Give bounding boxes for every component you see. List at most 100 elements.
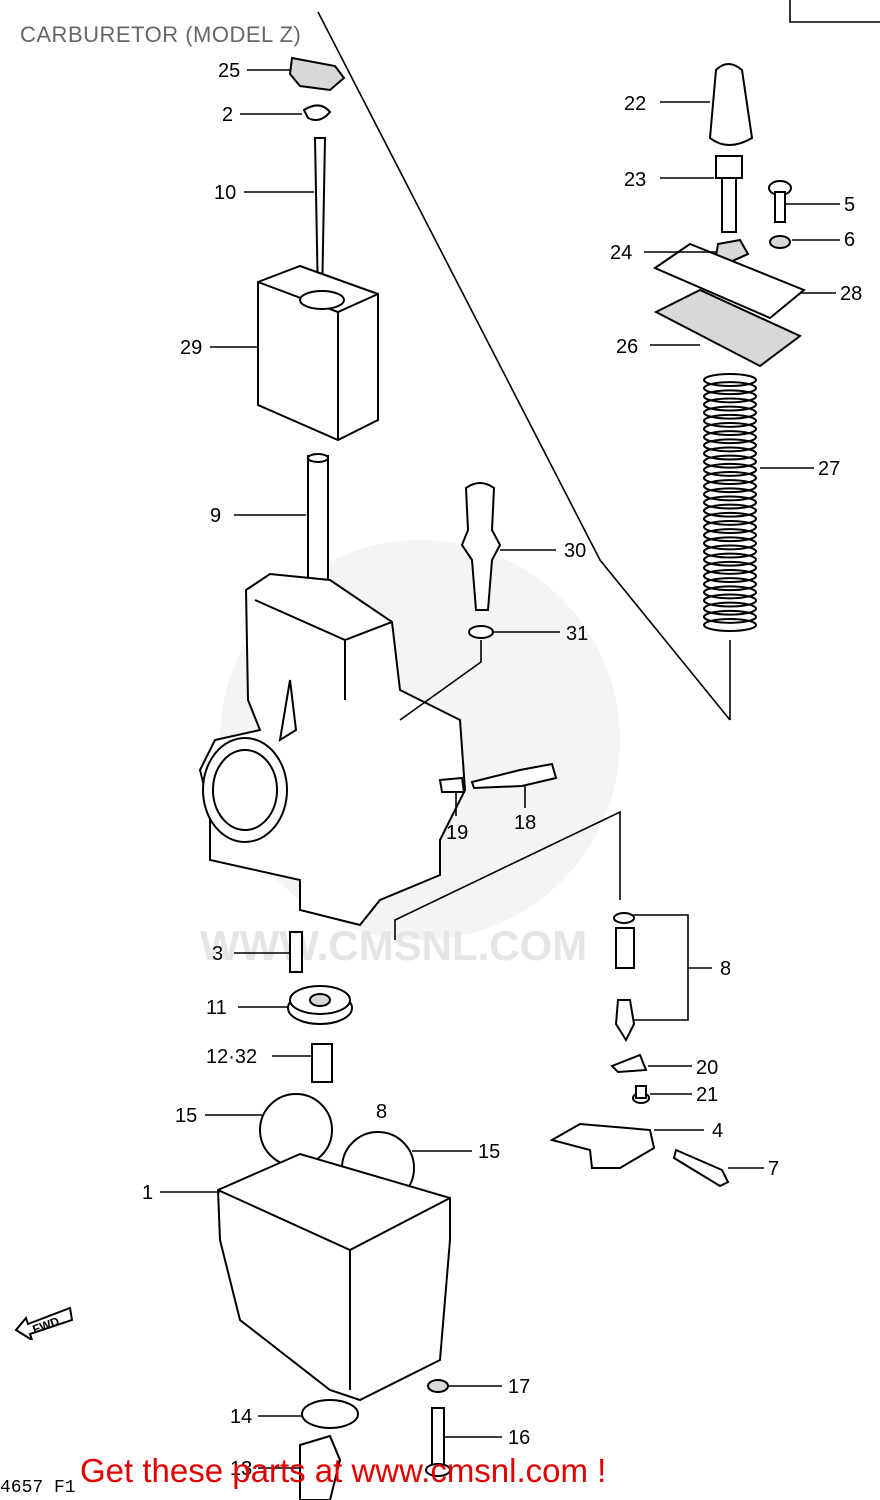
bracket-8 — [633, 914, 689, 1021]
spring-coil — [703, 609, 757, 624]
diagram-title: CARBURETOR (MODEL Z) — [20, 22, 302, 47]
fwd-label: FWD — [31, 1314, 62, 1337]
forward-arrow-icon: FWD — [14, 1306, 74, 1340]
spring-coil — [703, 381, 757, 396]
part-5-screw — [768, 180, 792, 223]
part-22-rubber-cap — [708, 63, 754, 146]
callout-2: 2 — [222, 104, 233, 126]
leader-lines — [160, 69, 840, 1469]
callout-20: 20 — [696, 1057, 718, 1079]
callout-18: 18 — [514, 812, 536, 834]
callout-3: 3 — [212, 943, 223, 965]
part-25-cable-cap — [288, 56, 346, 92]
spring-coil — [703, 471, 757, 485]
part-27-spring — [703, 373, 757, 632]
spring-coil — [703, 487, 757, 502]
spring-coil — [703, 422, 757, 436]
callout-5: 5 — [844, 194, 855, 216]
spring-coil — [703, 397, 757, 412]
callout-28: 28 — [840, 283, 862, 305]
spring-coil — [703, 560, 757, 575]
part-12-32-main-jet — [311, 1043, 333, 1083]
callout-22: 22 — [624, 93, 646, 115]
callout-10: 10 — [214, 182, 236, 204]
callout-7: 7 — [768, 1158, 779, 1180]
spring-coil — [703, 593, 757, 608]
callout-21: 21 — [696, 1084, 718, 1106]
part-16-bolt — [425, 1407, 451, 1477]
part-4-plate — [549, 1122, 656, 1169]
part-7-pin — [672, 1148, 730, 1188]
callout-25: 25 — [218, 60, 240, 82]
callout-4: 4 — [712, 1120, 723, 1142]
callout-15-left: 15 — [175, 1105, 197, 1127]
part-19-spring — [438, 776, 466, 793]
callout-13: 13 — [230, 1458, 252, 1480]
spring-coil — [703, 618, 757, 632]
frame-corner — [789, 0, 880, 23]
part-17-washer — [427, 1379, 449, 1393]
callout-16: 16 — [508, 1427, 530, 1449]
spring-coil — [703, 511, 757, 526]
assembly-line-throttle — [317, 11, 731, 721]
callout-17: 17 — [508, 1376, 530, 1398]
spring-coil — [703, 430, 757, 445]
carburetor-body — [198, 572, 467, 927]
part-18-throttle-stop-screw — [470, 762, 558, 790]
spring-coil — [703, 544, 757, 559]
part-23-adjuster — [715, 155, 743, 233]
part-6-washer — [769, 235, 791, 249]
part-30-air-screw — [460, 482, 502, 611]
callout-8: 8 — [720, 958, 731, 980]
callout-30: 30 — [564, 540, 586, 562]
part-1-float-chamber — [216, 1152, 451, 1402]
part-26-gasket — [653, 288, 802, 368]
spring-coil — [703, 536, 757, 551]
spring-coil — [703, 552, 757, 567]
part-29-throttle-valve — [257, 264, 379, 442]
figure-code: 4657 F1 — [0, 1478, 76, 1498]
part-20-float-pin — [610, 1053, 648, 1074]
spring-coil — [703, 585, 757, 600]
spring-coil — [703, 462, 757, 477]
footer-link[interactable]: Get these parts at www.cmsnl.com ! — [80, 1452, 607, 1489]
spring-coil — [703, 503, 757, 518]
callout-loose-8: 8 — [376, 1101, 387, 1123]
callout-14: 14 — [230, 1406, 252, 1428]
part-3-pilot-jet — [289, 931, 303, 973]
callout-12-32: 12·32 — [206, 1046, 257, 1068]
spring-coil — [703, 520, 757, 534]
callout-15-right: 15 — [478, 1141, 500, 1163]
callout-23: 23 — [624, 169, 646, 191]
spring-coil — [703, 405, 757, 420]
part-13-drain-plug — [299, 1434, 342, 1500]
callout-11: 11 — [206, 997, 227, 1019]
spring-coil — [703, 454, 757, 469]
watermark-text: WWW.CMSNL.COM — [200, 922, 587, 969]
part-21-screw — [632, 1085, 650, 1104]
spring-coil — [703, 389, 757, 404]
callout-24: 24 — [610, 242, 632, 264]
spring-coil — [703, 601, 757, 616]
spring-coil — [703, 373, 757, 387]
part-8-needle-valve — [613, 912, 636, 1043]
callout-26: 26 — [616, 336, 638, 358]
spring-coil — [703, 577, 757, 592]
spring-coil — [703, 495, 757, 510]
callout-19: 19 — [446, 822, 468, 844]
part-11-jet-holder — [287, 985, 353, 1025]
callout-labels: 25 2 10 29 9 22 23 5 6 24 28 26 27 30 31… — [142, 60, 862, 1480]
callout-27: 27 — [818, 458, 840, 480]
callout-9: 9 — [210, 505, 221, 527]
part-9-needle-jet — [307, 453, 329, 583]
spring-coil — [703, 413, 757, 428]
part-14-o-ring — [301, 1399, 359, 1429]
part-31-o-ring — [468, 625, 494, 639]
spring-coil — [703, 438, 757, 453]
callout-31: 31 — [566, 623, 588, 645]
part-2-clip — [302, 104, 332, 121]
callout-1: 1 — [142, 1182, 153, 1204]
callout-6: 6 — [844, 229, 855, 251]
callout-29: 29 — [180, 337, 202, 359]
